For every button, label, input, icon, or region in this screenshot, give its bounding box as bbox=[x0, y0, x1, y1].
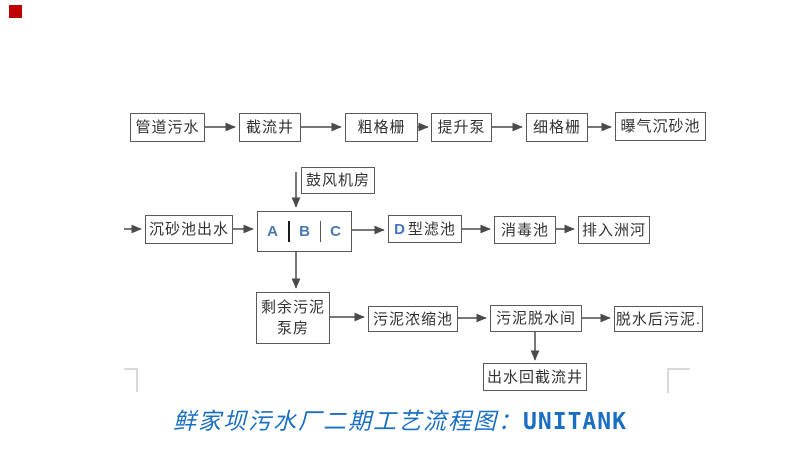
caption-chinese-text: 鲜家坝污水厂二期工艺流程图： bbox=[173, 409, 524, 435]
node-pipe-sewage: 管道污水 bbox=[130, 113, 205, 142]
node-aerated-grit-chamber: 曝气沉砂池 bbox=[615, 112, 706, 141]
unitank-cell-b: B bbox=[290, 221, 321, 242]
node-surplus-sludge-pump-room: 剩余污泥泵房 bbox=[256, 292, 330, 344]
node-return-to-intercept-well: 出水回截流井 bbox=[483, 363, 587, 391]
node-unitank-abc: A B C bbox=[257, 211, 352, 252]
node-blower-room: 鼓风机房 bbox=[301, 167, 375, 194]
node-discharge-river: 排入洲河 bbox=[578, 216, 650, 244]
diagram-caption: 鲜家坝污水厂二期工艺流程图：UNITANK bbox=[0, 402, 800, 436]
d-filter-text: 型滤池 bbox=[407, 220, 456, 238]
canvas-corner-right bbox=[667, 368, 690, 393]
node-lift-pump: 提升泵 bbox=[431, 113, 492, 142]
unitank-cell-c: C bbox=[330, 223, 342, 240]
node-intercept-well: 截流井 bbox=[239, 113, 301, 142]
node-sludge-dewatering-room: 污泥脱水间 bbox=[490, 305, 582, 332]
red-square-marker bbox=[9, 5, 22, 18]
caption-unitank-text: UNITANK bbox=[523, 409, 627, 435]
d-filter-letter: D bbox=[394, 220, 406, 238]
node-disinfection-tank: 消毒池 bbox=[494, 216, 556, 244]
node-coarse-screen: 粗格栅 bbox=[345, 113, 418, 142]
node-fine-screen: 细格栅 bbox=[526, 113, 588, 142]
node-grit-chamber-outflow: 沉砂池出水 bbox=[145, 215, 233, 244]
node-dewatered-sludge: 脱水后污泥. bbox=[614, 306, 703, 332]
unitank-cell-a: A bbox=[258, 221, 290, 242]
node-d-type-filter: D 型滤池 bbox=[388, 215, 462, 243]
canvas-corner-left bbox=[124, 368, 138, 392]
node-sludge-thickener: 污泥浓缩池 bbox=[368, 306, 458, 332]
